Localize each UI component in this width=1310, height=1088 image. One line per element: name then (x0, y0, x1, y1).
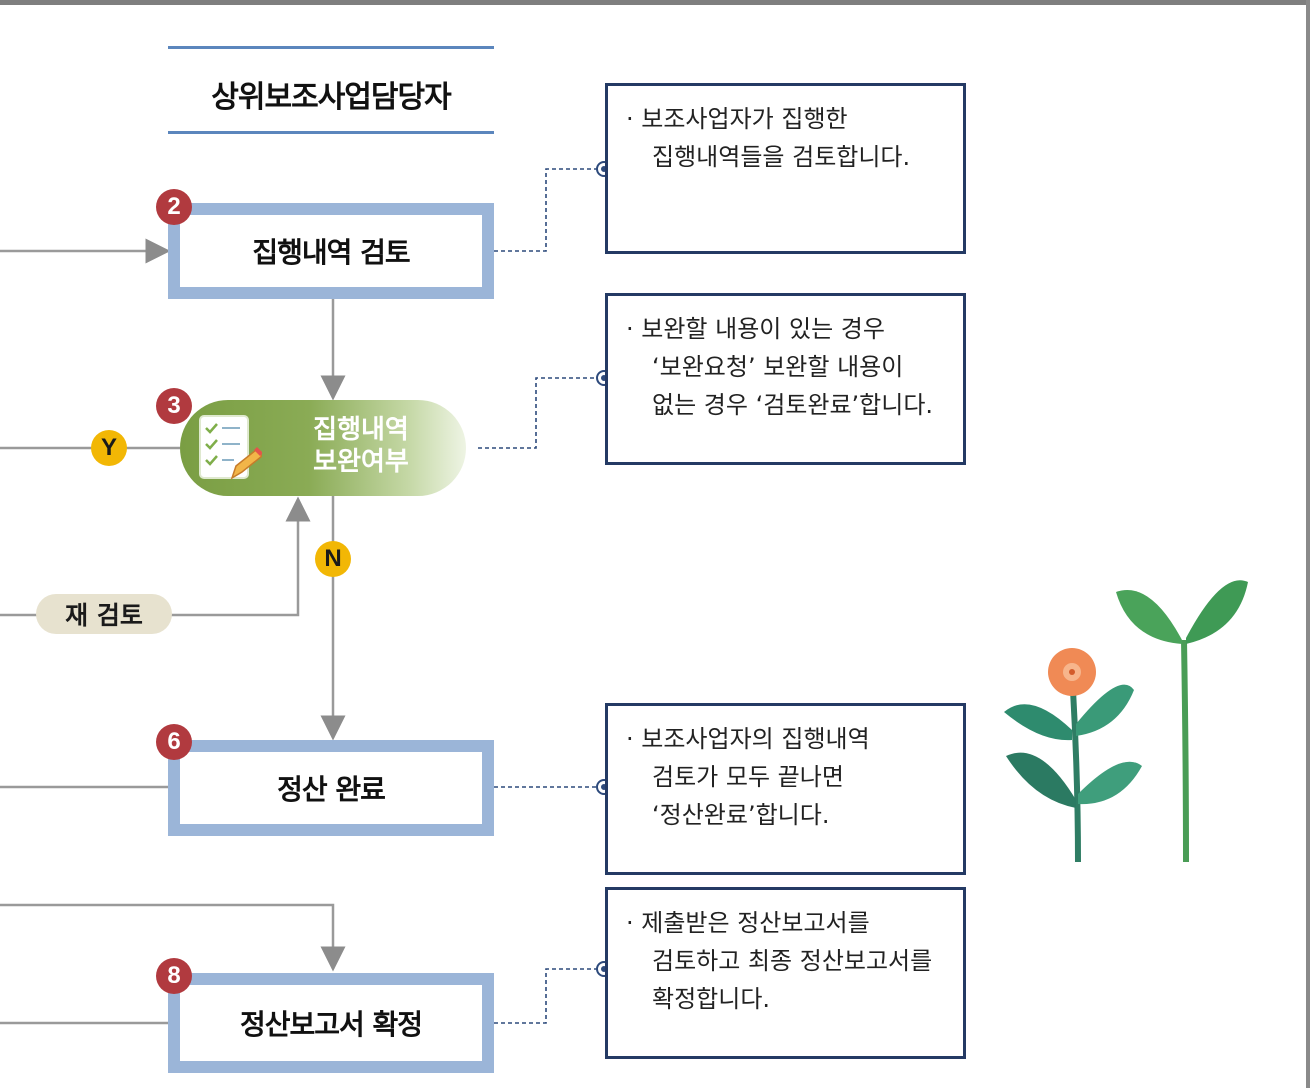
step-review-label: 집행내역 검토 (252, 236, 410, 269)
note-line: ‘보완요청’ 보완할 내용이 (652, 353, 904, 381)
step-settlement-complete-box[interactable]: 정산 완료 (168, 740, 494, 836)
note-line: 확정합니다. (652, 985, 771, 1013)
step-number-badge: 2 (156, 189, 192, 225)
note-connector-4 (494, 968, 603, 1024)
note-settlement-complete: · 보조사업자의 집행내역 검토가 모두 끝나면 ‘정산완료’합니다. (605, 703, 966, 875)
note-line: · 보조사업자의 집행내역 (626, 725, 870, 753)
step-settlement-complete-label: 정산 완료 (277, 773, 386, 806)
note-supplement: · 보완할 내용이 있는 경우 ‘보완요청’ 보완할 내용이 없는 경우 ‘검토… (605, 293, 966, 465)
step-review-box[interactable]: 집행내역 검토 (168, 203, 494, 299)
note-review: · 보조사업자가 집행한 집행내역들을 검토합니다. (605, 83, 966, 254)
decision-label: 집행내역 보완여부 (276, 414, 446, 478)
note-line: · 제출받은 정산보고서를 (626, 909, 870, 937)
step-report-confirm-label: 정산보고서 확정 (239, 1008, 423, 1041)
decision-number-badge: 3 (156, 388, 192, 424)
decision-label-line-2: 보완여부 (313, 447, 409, 477)
arrow-into-step-8 (0, 903, 346, 972)
step-number-badge: 8 (156, 958, 192, 994)
yes-badge: Y (91, 430, 127, 466)
note-connector-2 (478, 377, 603, 449)
note-report-confirm: · 제출받은 정산보고서를 검토하고 최종 정산보고서를 확정합니다. (605, 887, 966, 1059)
recheck-label: 재 검토 (36, 594, 172, 634)
note-line: 검토하고 최종 정산보고서를 (652, 947, 933, 975)
role-bottom-rule (168, 131, 494, 134)
plant-illustration-icon (1004, 580, 1248, 863)
role-title: 상위보조사업담당자 (211, 80, 451, 115)
note-line: 검토가 모두 끝나면 (652, 763, 844, 791)
note-line: 집행내역들을 검토합니다. (652, 143, 911, 171)
step-number-badge: 6 (156, 724, 192, 760)
frame-top-border (0, 0, 1310, 5)
checklist-pencil-icon (199, 415, 262, 480)
role-top-rule (168, 46, 494, 49)
frame-right-border (1306, 0, 1310, 1088)
decision-label-line-1: 집행내역 (313, 415, 409, 445)
step-report-confirm-box[interactable]: 정산보고서 확정 (168, 973, 494, 1073)
note-line: ‘정산완료’합니다. (652, 801, 830, 829)
note-line: · 보조사업자가 집행한 (626, 105, 848, 133)
no-badge: N (315, 541, 351, 577)
note-line: 없는 경우 ‘검토완료’합니다. (652, 391, 934, 419)
note-line: · 보완할 내용이 있는 경우 (626, 315, 885, 343)
note-connector-1 (494, 168, 603, 252)
